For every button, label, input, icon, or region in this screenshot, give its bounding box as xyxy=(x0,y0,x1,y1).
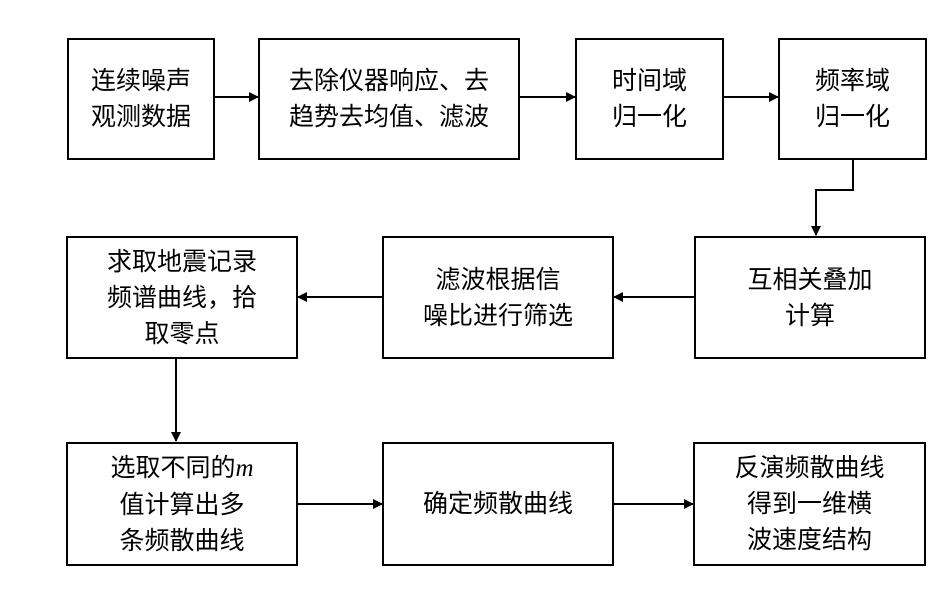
node-n10-line2: 得到一维横 xyxy=(746,489,872,518)
node-spectrum-zero-picking: 求取地震记录 频谱曲线，拾 取零点 xyxy=(66,236,298,359)
node-determine-dispersion-curve: 确定频散曲线 xyxy=(382,442,614,566)
node-n8-variable-m: m xyxy=(235,454,254,482)
node-n2-line2: 趋势去均值、滤波 xyxy=(288,102,489,131)
node-n10-line3: 波速度结构 xyxy=(746,525,872,554)
node-n9-line1: 确定频散曲线 xyxy=(422,489,573,518)
node-n8-line1-text: 选取不同的 xyxy=(110,452,236,482)
node-n7-line3: 取零点 xyxy=(144,318,220,348)
node-n4-line1: 频率域 xyxy=(814,66,890,95)
arrow-n4-n5 xyxy=(811,160,854,236)
node-inversion-shear-velocity: 反演频散曲线 得到一维横 波速度结构 xyxy=(693,442,926,566)
node-continuous-noise-data: 连续噪声 观测数据 xyxy=(67,38,215,160)
node-n3-line1: 时间域 xyxy=(611,66,687,95)
node-n7-line2: 频谱曲线，拾 xyxy=(106,282,257,312)
node-n1-line2: 观测数据 xyxy=(90,102,191,131)
node-cross-correlation-stacking: 互相关叠加 计算 xyxy=(694,236,926,359)
node-n3-line2: 归一化 xyxy=(611,102,687,131)
node-n8-line3: 条频散曲线 xyxy=(119,525,245,555)
node-snr-filtering: 滤波根据信 噪比进行筛选 xyxy=(382,236,614,359)
node-n6-line1: 滤波根据信 xyxy=(435,264,561,294)
node-n7-line1: 求取地震记录 xyxy=(106,246,257,276)
node-time-domain-normalization: 时间域 归一化 xyxy=(575,38,724,160)
node-n6-line2: 噪比进行筛选 xyxy=(422,300,573,330)
node-n5-line1: 互相关叠加 xyxy=(747,264,873,294)
node-n5-line2: 计算 xyxy=(784,300,835,330)
node-n10-line1: 反演频散曲线 xyxy=(734,453,885,482)
node-preprocessing: 去除仪器响应、去 趋势去均值、滤波 xyxy=(258,38,520,160)
node-n2-line1: 去除仪器响应、去 xyxy=(288,66,489,95)
node-frequency-domain-normalization: 频率域 归一化 xyxy=(778,38,927,160)
node-multiple-dispersion-curves: 选取不同的m 值计算出多 条频散曲线 xyxy=(66,442,298,566)
node-n1-line1: 连续噪声 xyxy=(90,66,191,95)
node-n8-line2: 值计算出多 xyxy=(119,489,245,519)
node-n4-line2: 归一化 xyxy=(814,102,890,131)
node-n8-line1: 选取不同的m xyxy=(110,450,253,487)
